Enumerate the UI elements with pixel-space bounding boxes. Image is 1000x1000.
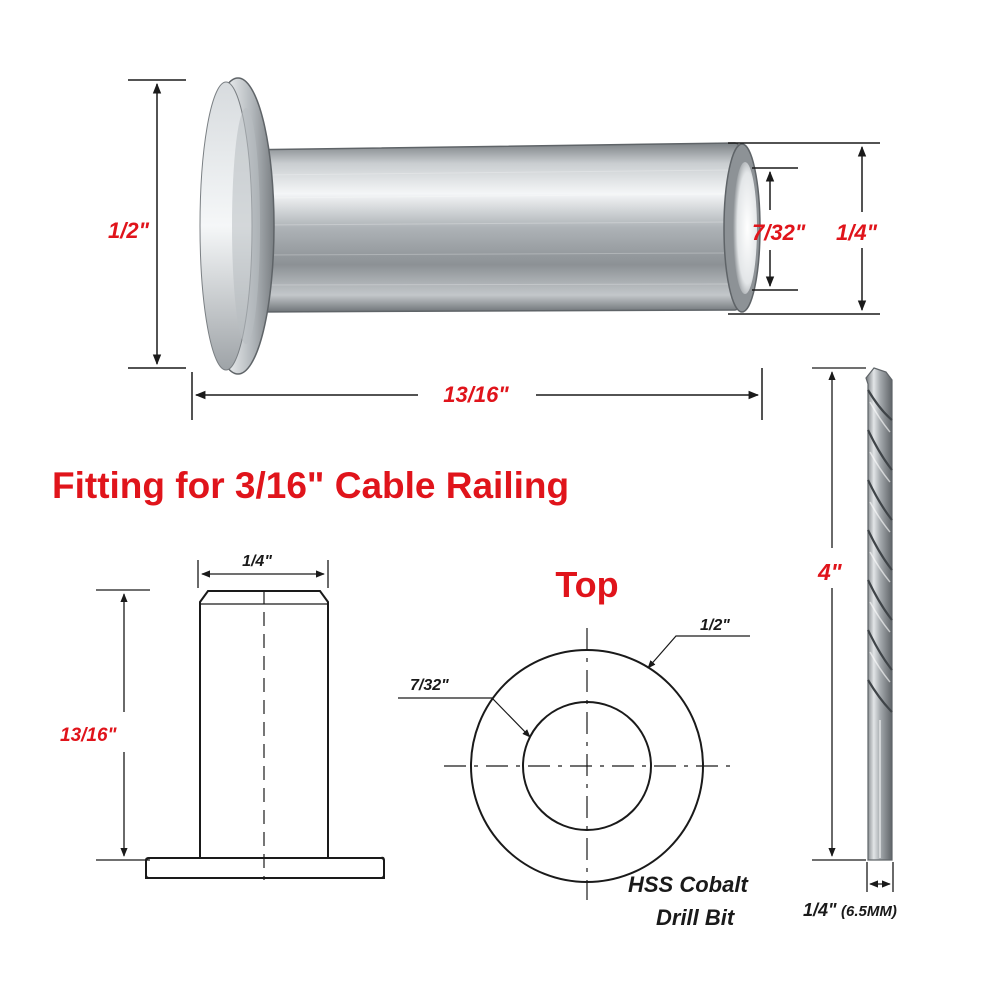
- fitting-illustration: [199, 77, 761, 375]
- photo-dim-length-label: 13/16": [443, 382, 509, 407]
- drill-dim-diameter: [866, 862, 894, 892]
- photo-dim-length: [191, 368, 763, 420]
- top-dim-outer-label: 1/2": [700, 617, 730, 634]
- side-view-flange: [145, 857, 385, 879]
- fitting-bore-inner: [733, 162, 757, 294]
- top-view-drawing: [444, 628, 732, 900]
- fitting-tube: [239, 142, 749, 313]
- drill-label-line1: HSS Cobalt: [628, 872, 749, 897]
- photo-dim-outer-label: 1/4": [836, 220, 878, 245]
- side-dim-height-label: 13/16": [60, 725, 118, 746]
- drill-dim-length: [812, 367, 866, 861]
- photo-dim-height-label: 1/2": [108, 218, 150, 243]
- drill-dim-length-label: 4": [817, 559, 843, 585]
- drill-label-line2: Drill Bit: [656, 905, 736, 930]
- drill-dim-diameter-label: 1/4" (6.5MM): [803, 900, 897, 920]
- brushed-texture: [259, 169, 731, 286]
- drill-bit: [865, 367, 893, 861]
- top-dim-inner-label: 7/32": [410, 677, 449, 694]
- photo-dim-inner: [752, 167, 798, 291]
- side-dim-height: [96, 589, 150, 861]
- side-view-drawing: [145, 590, 385, 880]
- drill-dim-diameter-mm: (6.5MM): [841, 903, 897, 920]
- drill-bit-flutes: [867, 389, 893, 713]
- photo-dim-inner-label: 7/32": [752, 220, 806, 245]
- photo-dim-height: [128, 79, 186, 369]
- top-view-leaders: [398, 635, 750, 738]
- headline: Fitting for 3/16" Cable Railing: [52, 465, 569, 506]
- side-dim-width: [197, 560, 329, 588]
- drill-dim-diameter-value: 1/4": [803, 900, 837, 920]
- top-view-title: Top: [555, 564, 618, 605]
- photo-dim-outer: [728, 142, 880, 315]
- side-dim-width-label: 1/4": [242, 553, 272, 570]
